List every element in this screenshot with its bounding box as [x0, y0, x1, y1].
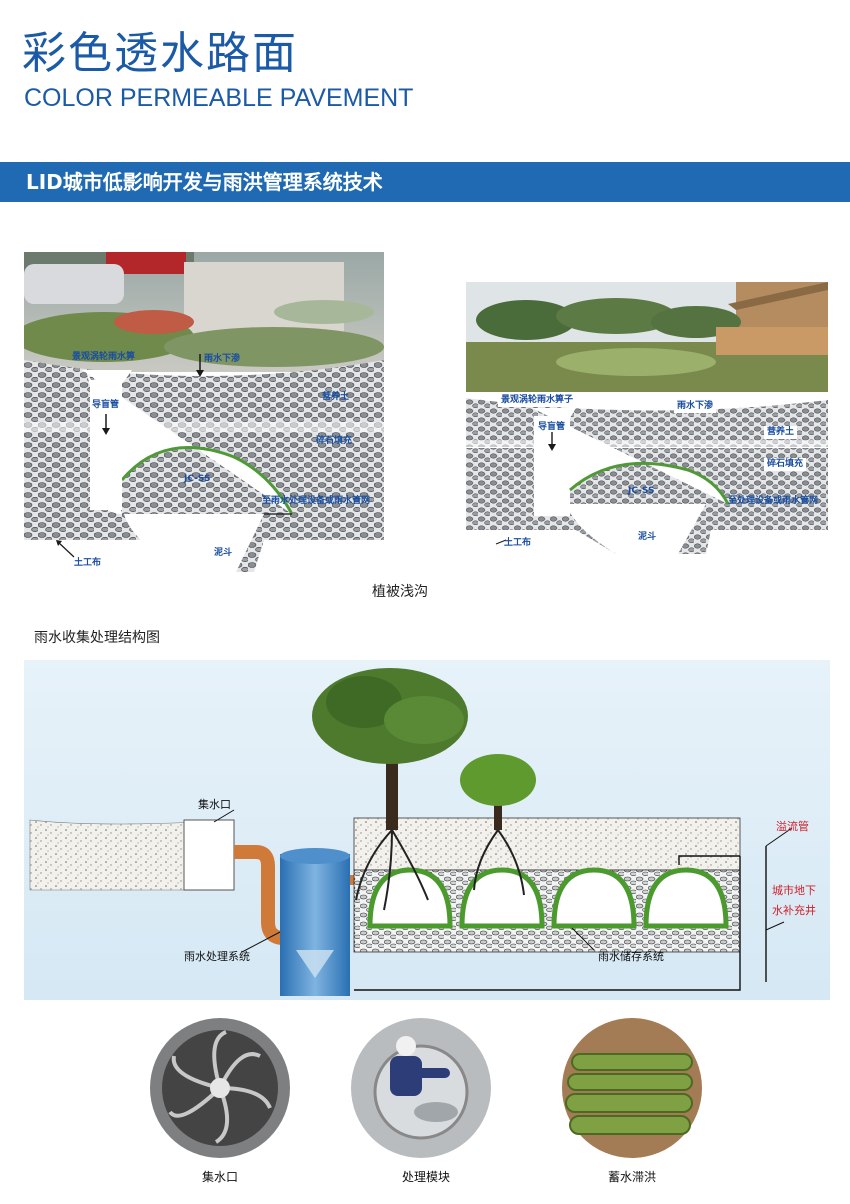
label-inlet-right: 景观涡轮雨水箅子 [498, 394, 577, 407]
structure-diagram: 集水口 雨水处理系统 雨水储存系统 溢流管 城市地下 水补充井 [24, 660, 830, 1000]
swale-diagram-left: 景观涡轮雨水箅 雨水下渗 导盲管 营养土 碎石填充 JC-SS 至雨水处理设备或… [14, 252, 384, 574]
label-recharge-line2: 水补充井 [772, 904, 816, 917]
swale-diagram-left-graphic [14, 252, 384, 572]
label-nutrient-soil-left: 营养土 [322, 392, 350, 402]
label-guide-pipe-right: 导盲管 [538, 422, 566, 432]
label-gravel-fill-left: 碎石填充 [316, 436, 353, 446]
section-title: 雨水收集处理结构图 [34, 630, 160, 646]
label-infiltration-right: 雨水下渗 [674, 400, 717, 413]
label-collector: 集水口 [198, 798, 231, 811]
label-module-right: JC-SS [628, 486, 655, 496]
label-guide-pipe-left: 导盲管 [92, 400, 120, 410]
label-storage-system: 雨水储存系统 [598, 950, 664, 963]
caption-photo-3: 蓄水滞洪 [607, 1170, 656, 1184]
swale-diagram-right: 景观涡轮雨水箅子 雨水下渗 导盲管 营养土 碎石填充 JC-SS 至处理设备或雨… [466, 282, 828, 572]
label-mud-bucket-left: 泥斗 [214, 548, 233, 558]
worker-in-well-icon [351, 1018, 491, 1158]
label-treatment-system: 雨水处理系统 [184, 950, 250, 963]
pipes-in-trench-icon [562, 1018, 702, 1158]
photo-collector [140, 1016, 300, 1166]
structure-diagram-graphic [24, 660, 830, 1000]
label-to-network-left: 至雨水处理设备或雨水管网 [262, 496, 371, 506]
label-mud-bucket-right: 泥斗 [638, 532, 657, 542]
section-banner: LID城市低影响开发与雨洪管理系统技术 [0, 162, 850, 202]
caption-photo-2: 处理模块 [401, 1170, 450, 1184]
label-recharge-line1: 城市地下 [772, 884, 816, 897]
photo-treatment [346, 1016, 496, 1166]
label-module-left: JC-SS [184, 474, 211, 484]
caption-swale: 植被浅沟 [372, 584, 428, 600]
page-title-en: COLOR PERMEABLE PAVEMENT [24, 84, 414, 112]
page-title-cn: 彩色透水路面 [22, 28, 298, 79]
photo-storage [552, 1016, 712, 1166]
label-inlet-left: 景观涡轮雨水箅 [72, 352, 136, 362]
label-infiltration-left: 雨水下渗 [204, 354, 241, 364]
banner-text: LID城市低影响开发与雨洪管理系统技术 [26, 170, 383, 194]
label-nutrient-soil-right: 营养土 [764, 426, 798, 439]
drain-grate-icon [150, 1018, 290, 1158]
label-geotextile-left: 土工布 [74, 558, 102, 568]
label-gravel-fill-right: 碎石填充 [764, 458, 807, 471]
swale-diagram-right-graphic [466, 282, 828, 554]
caption-photo-1: 集水口 [201, 1170, 238, 1184]
label-to-network-right: 至处理设备或雨水管网 [728, 496, 819, 506]
label-geotextile-right: 土工布 [504, 538, 532, 548]
label-overflow: 溢流管 [776, 820, 809, 833]
